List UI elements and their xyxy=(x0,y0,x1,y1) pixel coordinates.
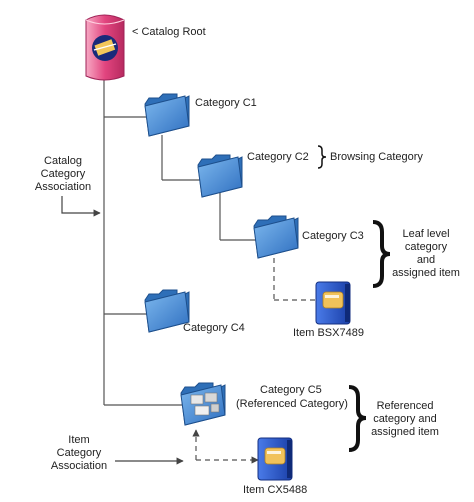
braces xyxy=(317,145,391,452)
folder-c4-icon xyxy=(144,289,190,333)
item-connectors xyxy=(192,258,316,464)
catalog-assoc-arrow xyxy=(61,196,101,217)
referenced-category-label: Referenced category and assigned item xyxy=(362,400,448,439)
folder-c5-referenced-icon xyxy=(180,382,226,426)
item-assoc-line-3: Association xyxy=(50,460,108,472)
category-c3-label: Category C3 xyxy=(302,230,364,242)
catalog-category-association-label: Catalog Category Association xyxy=(32,155,94,194)
leaf-line-1: Leaf level xyxy=(402,228,450,240)
item-assoc-line-1: Item xyxy=(68,434,90,446)
folder-c1-icon xyxy=(144,93,190,137)
browsing-category-label: Browsing Category xyxy=(330,151,423,163)
brace-leaf xyxy=(372,220,391,288)
category-c5-label: Category C5 xyxy=(260,384,322,396)
association-arrows xyxy=(61,196,184,465)
leaf-line-4: assigned item xyxy=(392,267,460,279)
catalog-assoc-line-1: Catalog xyxy=(44,155,82,167)
catalog-assoc-line-2: Category xyxy=(40,168,86,180)
referenced-line-2: category and xyxy=(373,413,437,425)
item-cx5488-label: Item CX5488 xyxy=(243,484,308,496)
leaf-line-3: and xyxy=(416,254,436,266)
referenced-line-1: Referenced xyxy=(376,400,434,412)
item-bsx7489-label: Item BSX7489 xyxy=(293,327,364,339)
category-c5-note: (Referenced Category) xyxy=(236,398,348,410)
catalog-root-label: < Catalog Root xyxy=(132,26,206,38)
catalog-root-icon xyxy=(85,14,125,81)
category-c4-label: Category C4 xyxy=(183,322,245,334)
item-category-association-label: Item Category Association xyxy=(44,434,114,473)
leaf-level-label: Leaf level category and assigned item xyxy=(383,228,469,280)
referenced-line-3: assigned item xyxy=(371,426,439,438)
category-c2-label: Category C2 xyxy=(247,151,309,163)
item-cx5488-icon xyxy=(257,437,293,481)
catalog-assoc-line-3: Association xyxy=(34,181,92,193)
brace-browsing xyxy=(317,145,327,169)
item-assoc-line-2: Category xyxy=(56,447,102,459)
category-c1-label: Category C1 xyxy=(195,97,257,109)
folder-c3-icon xyxy=(253,215,299,259)
folder-c2-icon xyxy=(197,154,243,198)
leaf-line-2: category xyxy=(404,241,448,253)
brace-referenced xyxy=(348,385,367,452)
item-bsx7489-icon xyxy=(315,281,351,325)
tree-connectors xyxy=(103,78,258,406)
